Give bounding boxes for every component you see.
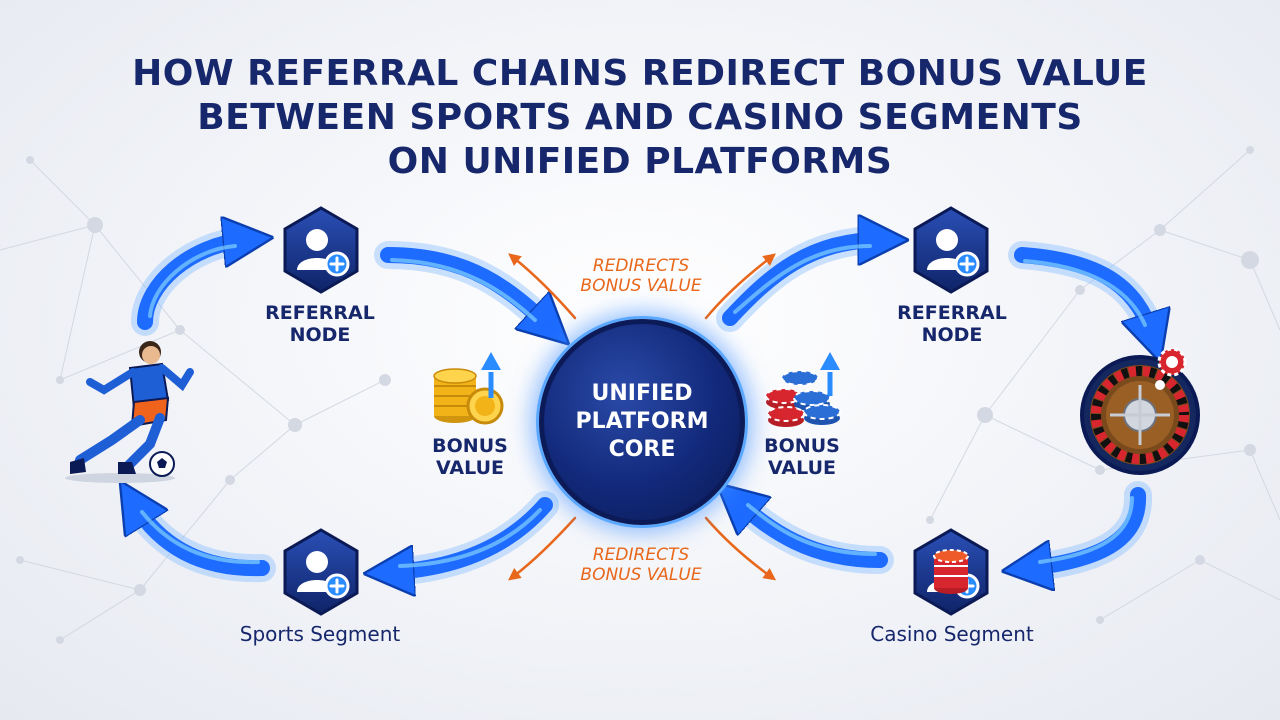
add-user-icon — [283, 528, 359, 616]
arrow-casino-to-core — [738, 502, 888, 568]
bonus-value-label-left: BONUS VALUE — [432, 435, 508, 479]
core-label-line-1: UNIFIED — [591, 381, 693, 406]
arrow-up-icon — [481, 352, 501, 370]
arrow-referral-to-roulette — [1014, 247, 1152, 335]
add-user-icon — [913, 206, 989, 294]
arrow-sports-to-player — [135, 505, 270, 577]
title-line-3: ON UNIFIED PLATFORMS — [387, 141, 893, 182]
title-line-2: BETWEEN SPORTS AND CASINO SEGMENTS — [197, 97, 1083, 138]
arrow-player-to-referral — [137, 240, 245, 330]
bonus-value-label-right: BONUS VALUE — [764, 435, 840, 479]
redirect-arrow-bottom-left — [508, 516, 577, 581]
redirect-arrow-top-left — [508, 253, 577, 320]
core-label-line-3: CORE — [608, 437, 676, 462]
gold-coins-icon — [433, 368, 504, 425]
arrow-referral-to-core — [380, 247, 548, 325]
title-line-1: HOW REFERRAL CHAINS REDIRECT BONUS VALUE — [132, 53, 1148, 94]
referral-node-label-right: REFERRAL NODE — [897, 302, 1007, 346]
casino-chips-icon — [933, 549, 969, 594]
arrow-roulette-to-casino — [1030, 487, 1147, 568]
soccer-player-icon — [65, 341, 194, 483]
redirect-label-bottom: REDIRECTS BONUS VALUE — [580, 545, 702, 585]
sports-segment-label: Sports Segment — [239, 622, 401, 646]
casino-segment-label: Casino Segment — [870, 622, 1034, 646]
add-user-icon — [283, 206, 359, 294]
roulette-wheel-icon — [1080, 347, 1200, 475]
redirect-arrow-bottom-right — [704, 516, 777, 581]
redirect-label-top: REDIRECTS BONUS VALUE — [580, 256, 702, 296]
redirect-arrow-top-right — [704, 253, 776, 320]
unified-platform-core: UNIFIED PLATFORM CORE — [539, 319, 745, 525]
diagram-title: HOW REFERRAL CHAINS REDIRECT BONUS VALUE… — [0, 52, 1280, 184]
core-label-line-2: PLATFORM — [575, 409, 709, 434]
arrow-up-icon — [820, 352, 840, 370]
casino-chips-icon — [765, 370, 841, 427]
referral-node-label-left: REFERRAL NODE — [265, 302, 375, 346]
